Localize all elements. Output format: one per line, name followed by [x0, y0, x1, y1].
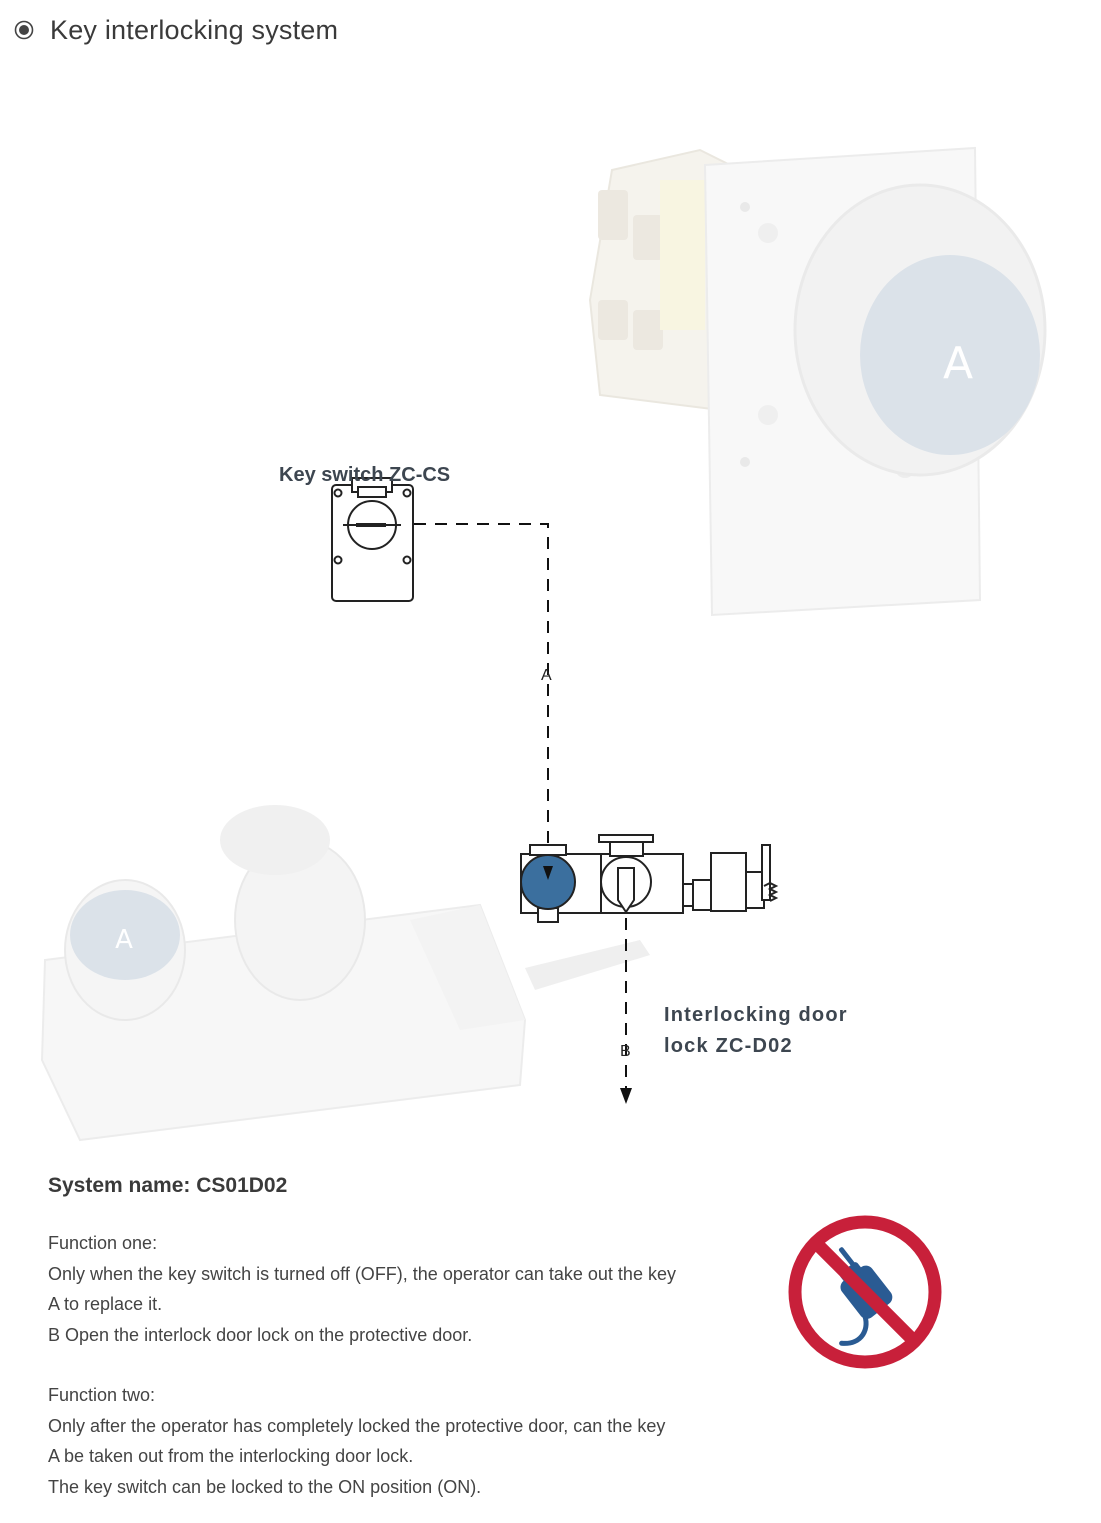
arrow-down-icon — [620, 1088, 632, 1104]
function-one: Function one: Only when the key switch i… — [48, 1228, 768, 1350]
photo-key-letter: A — [943, 338, 973, 389]
function-one-line: B Open the interlock door lock on the pr… — [48, 1320, 768, 1351]
door-lock-symbol — [521, 835, 776, 922]
diagram-canvas: A A — [0, 60, 1101, 1160]
section-header: Key interlocking system — [14, 10, 338, 50]
door-lock-label-line1: Interlocking door — [664, 1000, 848, 1031]
key-switch-label: Key switch ZC-CS — [279, 464, 450, 487]
photo-lock-key-letter: A — [115, 925, 133, 955]
function-one-line: Only when the key switch is turned off (… — [48, 1259, 768, 1290]
system-description: System name: CS01D02 Function one: Only … — [48, 1174, 768, 1502]
page-title: Key interlocking system — [50, 15, 338, 46]
radio-bullet-icon — [14, 20, 34, 40]
connector-label-a: A — [541, 667, 552, 685]
system-name: System name: CS01D02 — [48, 1174, 768, 1198]
interlock-diagram: A A — [0, 60, 1101, 1160]
key-switch-symbol — [332, 478, 413, 601]
door-lock-label-line2: lock ZC-D02 — [664, 1031, 848, 1062]
function-two-line: A be taken out from the interlocking doo… — [48, 1441, 768, 1472]
function-two-line: Only after the operator has completely l… — [48, 1411, 768, 1442]
key-switch-photo — [590, 148, 1045, 615]
function-two-heading: Function two: — [48, 1380, 768, 1411]
function-two: Function two: Only after the operator ha… — [48, 1380, 768, 1502]
function-one-line: A to replace it. — [48, 1289, 768, 1320]
door-lock-label: Interlocking door lock ZC-D02 — [664, 1000, 848, 1062]
function-two-line: The key switch can be locked to the ON p… — [48, 1472, 768, 1503]
function-one-heading: Function one: — [48, 1228, 768, 1259]
no-plug-icon — [785, 1212, 945, 1372]
connector-label-b: B — [620, 1043, 631, 1061]
connector-line-a — [414, 524, 548, 868]
